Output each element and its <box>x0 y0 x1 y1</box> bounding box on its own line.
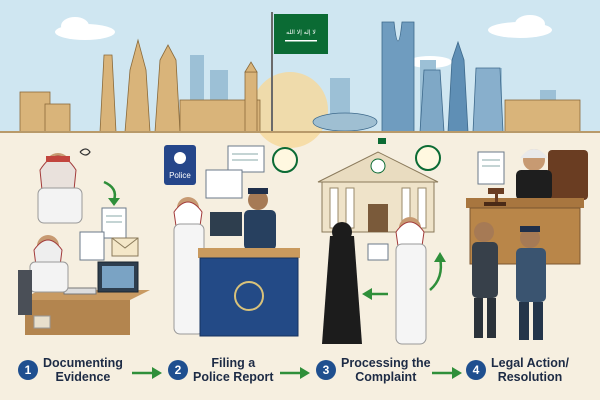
heritage-buildings <box>19 38 581 133</box>
emblem-icon <box>272 147 298 173</box>
panel-police: Police <box>164 145 300 337</box>
sun <box>252 72 328 148</box>
stress-icon <box>79 148 91 156</box>
step-number: 4 <box>466 360 486 380</box>
step-4: 4 Legal Action/Resolution <box>466 356 569 384</box>
step-label: Legal Action/Resolution <box>491 356 570 384</box>
panel-documenting <box>18 148 150 335</box>
police-badge-sign <box>164 145 196 185</box>
gavel-icon <box>488 188 504 194</box>
saudi-flag <box>274 14 328 54</box>
arrow-right-icon <box>280 367 310 379</box>
flag-text: لا إله إلا الله <box>286 29 316 36</box>
arrow-right-icon <box>432 367 462 379</box>
step-number: 2 <box>168 360 188 380</box>
panel-processing <box>317 138 446 345</box>
step-number: 1 <box>18 360 38 380</box>
arrow-right-icon <box>132 367 162 379</box>
document-icon <box>101 207 127 239</box>
ground-line <box>0 131 600 133</box>
step-number: 3 <box>316 360 336 380</box>
flag-sword <box>285 40 317 42</box>
panel-legal <box>466 149 588 340</box>
police-sign-label: Police <box>169 171 191 180</box>
modern-towers <box>312 21 504 133</box>
